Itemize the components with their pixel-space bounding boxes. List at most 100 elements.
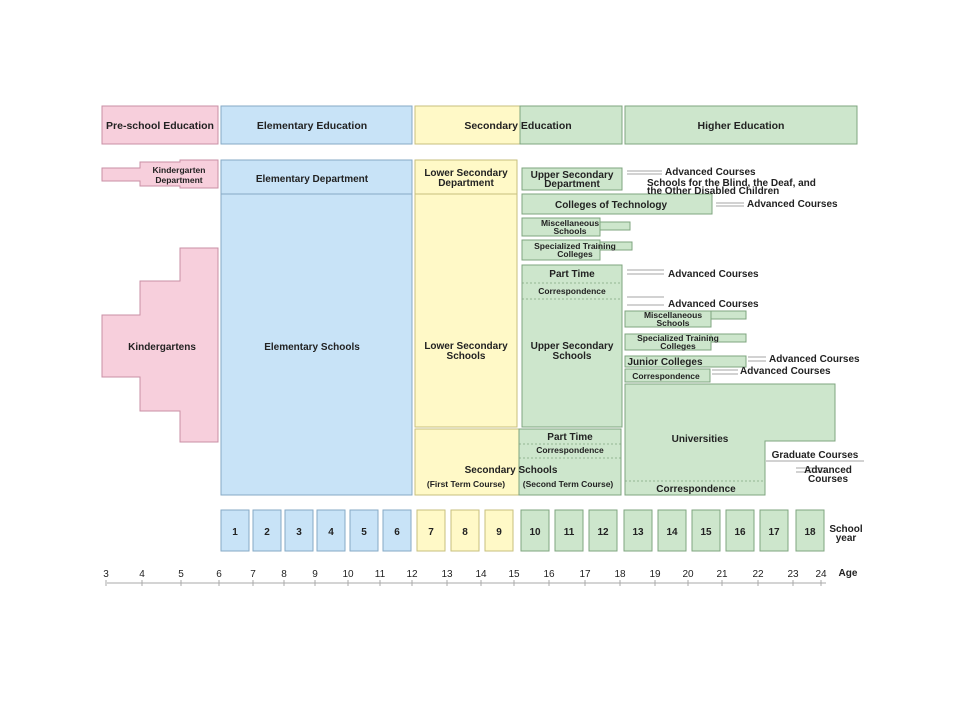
school-year-box	[382, 509, 412, 552]
advanced-courses-split-label-2: Courses	[808, 474, 848, 485]
header-secondary-lower-box	[414, 105, 521, 145]
school-year-number: 15	[700, 527, 712, 538]
advanced-courses-label-6: Advanced Courses	[740, 366, 831, 377]
age-tick-label: 15	[508, 569, 520, 580]
school-year-number: 10	[529, 527, 541, 538]
school-year-box	[795, 509, 825, 552]
upper-specialized-training-label-2: Colleges	[557, 249, 593, 259]
school-year-box	[623, 509, 653, 552]
higher-misc-schools-label-2: Schools	[656, 318, 689, 328]
upper-part-time-label: Part Time	[549, 269, 595, 280]
header-secondary-label: Secondary Education	[464, 120, 571, 132]
school-year-number: 13	[632, 527, 644, 538]
school-year-number: 5	[361, 527, 367, 538]
header-band: Pre-school Education Elementary Educatio…	[101, 105, 858, 145]
secondary-correspondence-label: Correspondence	[536, 445, 604, 455]
upper-misc-schools-label-2: Schools	[553, 226, 586, 236]
school-year-box	[725, 509, 755, 552]
age-tick-label: 4	[139, 569, 145, 580]
universities-correspondence-label: Correspondence	[656, 484, 736, 495]
elementary-schools-label: Elementary Schools	[264, 342, 360, 353]
colleges-of-technology-label: Colleges of Technology	[555, 200, 667, 211]
graduate-courses-label: Graduate Courses	[772, 450, 859, 461]
age-tick-label: 21	[716, 569, 728, 580]
advanced-courses-label-3: Advanced Courses	[668, 269, 759, 280]
age-tick-label: 5	[178, 569, 184, 580]
lower-secondary-schools-box	[414, 193, 518, 428]
school-year-number: 17	[768, 527, 780, 538]
school-year-label-1: School	[829, 524, 863, 535]
school-year-box	[759, 509, 789, 552]
universities-box	[624, 383, 836, 496]
secondary-schools-section: Part Time Correspondence Secondary Schoo…	[414, 428, 622, 496]
header-preschool-box	[101, 105, 219, 145]
age-tick-label: 6	[216, 569, 222, 580]
age-tick-label: 8	[281, 569, 287, 580]
school-year-box	[691, 509, 721, 552]
age-tick-label: 23	[787, 569, 799, 580]
school-year-box	[588, 509, 618, 552]
school-year-box	[450, 509, 480, 552]
age-tick-label: 11	[375, 569, 386, 580]
higher-misc-schools-label-1: Miscellaneous	[644, 310, 702, 320]
higher-specialized-training-label-1: Specialized Training	[637, 333, 719, 343]
school-year-box	[349, 509, 379, 552]
first-term-course-label: (First Term Course)	[427, 479, 505, 489]
header-elementary-box	[220, 105, 413, 145]
higher-correspondence-box	[624, 368, 711, 383]
kindergarten-department-label-1: Kindergarten	[153, 165, 206, 175]
junior-colleges-box	[624, 355, 747, 368]
junior-colleges-label: Junior Colleges	[627, 357, 702, 368]
advanced-courses-label-2: Advanced Courses	[747, 199, 838, 210]
lower-secondary-department-label-2: Department	[438, 178, 494, 189]
upper-misc-schools-extension	[599, 221, 631, 231]
upper-secondary-section: Upper Secondary Department Colleges of T…	[521, 167, 713, 428]
age-tick-label: 17	[579, 569, 591, 580]
header-higher-box	[624, 105, 858, 145]
elementary-section: Elementary Department Elementary Schools	[220, 159, 413, 496]
age-label: Age	[839, 568, 858, 579]
school-year-number: 8	[462, 527, 468, 538]
kindergartens-label: Kindergartens	[128, 342, 196, 353]
school-year-box	[316, 509, 346, 552]
advanced-courses-label-1: Advanced Courses	[665, 167, 756, 178]
upper-misc-schools-label-1: Miscellaneous	[541, 218, 599, 228]
lower-secondary-schools-label-1: Lower Secondary	[424, 341, 508, 352]
age-tick-label: 16	[543, 569, 555, 580]
blind-deaf-label-1: Schools for the Blind, the Deaf, and	[647, 178, 816, 189]
lower-secondary-section: Lower Secondary Department Lower Seconda…	[414, 159, 518, 428]
school-year-number: 16	[734, 527, 746, 538]
school-year-number: 1	[232, 527, 238, 538]
school-year-box	[284, 509, 314, 552]
secondary-part-time-label: Part Time	[547, 432, 593, 443]
second-term-course-label: (Second Term Course)	[523, 479, 614, 489]
blind-deaf-label-2: the Other Disabled Children	[647, 186, 779, 197]
upper-correspondence-label: Correspondence	[538, 286, 606, 296]
advanced-courses-label-5: Advanced Courses	[769, 354, 860, 365]
upper-secondary-department-label-1: Upper Secondary	[531, 170, 614, 181]
preschool-section: Kindergarten Department Kindergartens	[101, 159, 219, 443]
school-year-box	[416, 509, 446, 552]
school-year-number: 4	[328, 527, 334, 538]
upper-secondary-schools-box	[521, 264, 623, 428]
school-year-box	[657, 509, 687, 552]
kindergartens-box	[101, 247, 219, 443]
age-tick-label: 22	[752, 569, 764, 580]
age-tick-label: 7	[250, 569, 256, 580]
age-tick-label: 13	[441, 569, 453, 580]
secondary-schools-second-term-box	[518, 428, 622, 496]
school-year-box	[484, 509, 514, 552]
school-year-box	[520, 509, 550, 552]
school-year-number: 12	[597, 527, 609, 538]
header-higher-label: Higher Education	[698, 120, 785, 132]
age-tick-label: 14	[475, 569, 487, 580]
school-year-number: 14	[666, 527, 678, 538]
higher-specialized-training-extension	[710, 333, 747, 343]
school-year-number: 9	[496, 527, 502, 538]
school-year-number: 11	[564, 527, 575, 538]
higher-misc-schools-extension	[710, 310, 747, 320]
school-year-number: 6	[394, 527, 400, 538]
upper-secondary-schools-label-2: Schools	[553, 351, 592, 362]
header-secondary-upper-box	[519, 105, 623, 145]
